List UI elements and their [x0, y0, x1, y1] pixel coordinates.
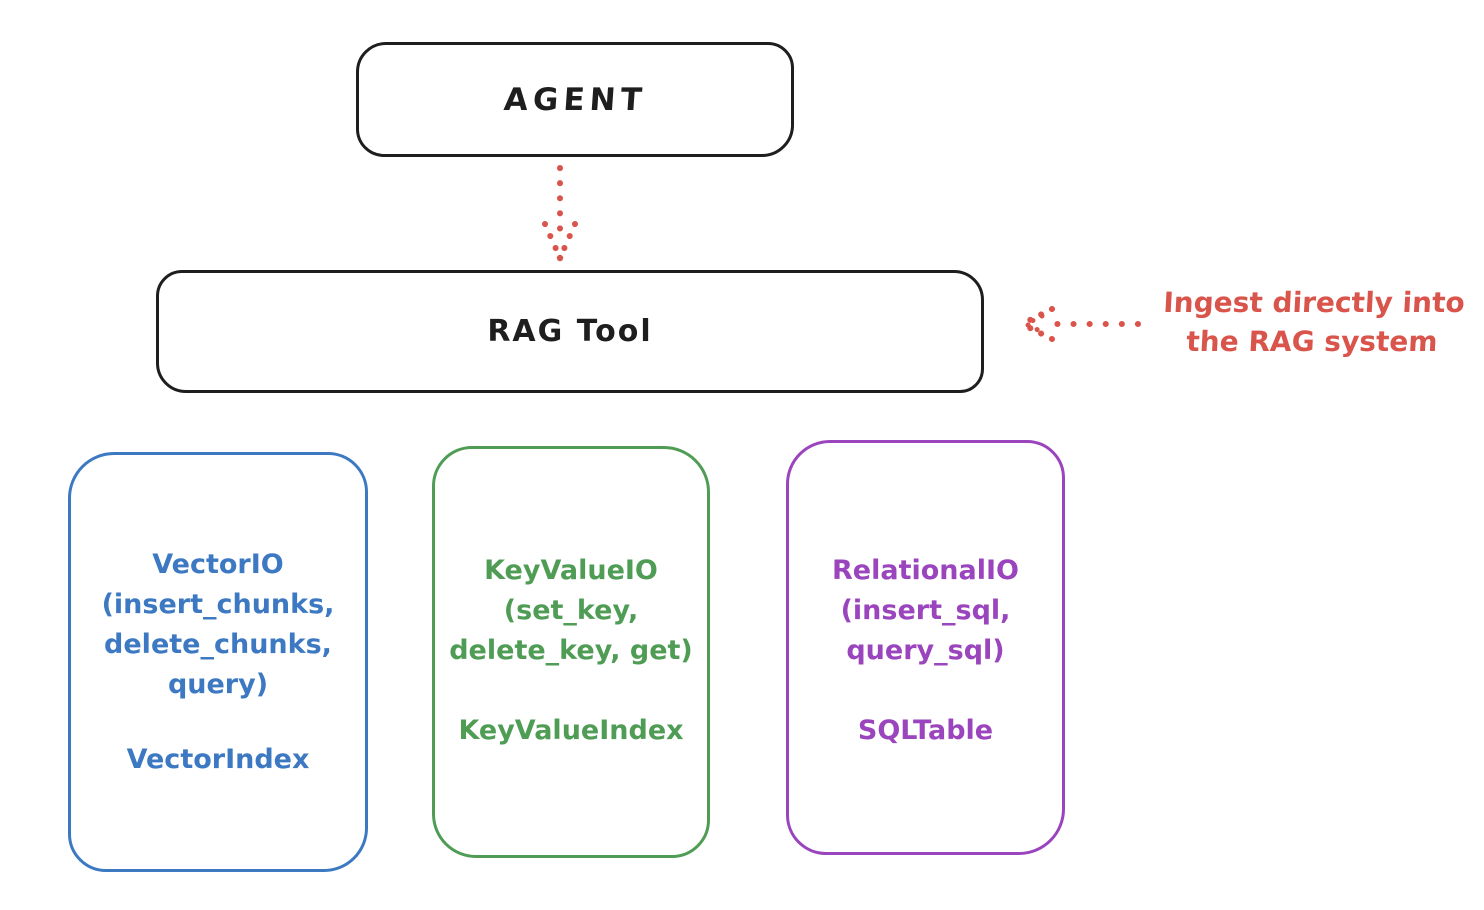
- keyvalue-index-label: KeyValueIndex: [458, 715, 684, 746]
- ingest-annotation-line2: the RAG system: [1185, 325, 1439, 358]
- keyvalue-io-description: KeyValueIO (set_key, delete_key, get): [435, 551, 707, 671]
- vector-io-line: VectorIO: [152, 549, 284, 580]
- relational-io-line: RelationalIO: [832, 555, 1019, 586]
- keyvalue-io-box: KeyValueIO (set_key, delete_key, get) Ke…: [432, 446, 710, 858]
- agent-label: AGENT: [502, 81, 648, 118]
- keyvalue-io-line: KeyValueIO: [484, 555, 658, 586]
- relational-io-line: (insert_sql,: [840, 595, 1011, 626]
- ingest-annotation-line1: Ingest directly into: [1162, 286, 1466, 319]
- vector-io-line: query): [167, 669, 269, 700]
- relational-io-description: RelationalIO (insert_sql, query_sql): [789, 551, 1062, 671]
- vector-io-description: VectorIO (insert_chunks, delete_chunks, …: [71, 545, 365, 705]
- sql-table-label: SQLTable: [857, 715, 994, 746]
- relational-io-line: query_sql): [846, 635, 1005, 666]
- vector-io-line: delete_chunks,: [104, 629, 332, 660]
- ingest-annotation: Ingest directly into the RAG system: [1141, 283, 1484, 361]
- vector-index-label: VectorIndex: [126, 744, 310, 775]
- agent-box: AGENT: [356, 42, 794, 157]
- rag-tool-box: RAG Tool: [156, 270, 984, 393]
- relational-io-box: RelationalIO (insert_sql, query_sql) SQL…: [786, 440, 1065, 855]
- rag-tool-label: RAG Tool: [487, 314, 653, 349]
- vector-io-box: VectorIO (insert_chunks, delete_chunks, …: [68, 452, 368, 872]
- dotted-left-arrow-icon: [1019, 306, 1141, 342]
- keyvalue-io-line: delete_key, get): [449, 635, 693, 666]
- dotted-down-arrow-icon: [542, 165, 578, 262]
- keyvalue-io-line: (set_key,: [503, 595, 639, 626]
- vector-io-line: (insert_chunks,: [101, 589, 335, 620]
